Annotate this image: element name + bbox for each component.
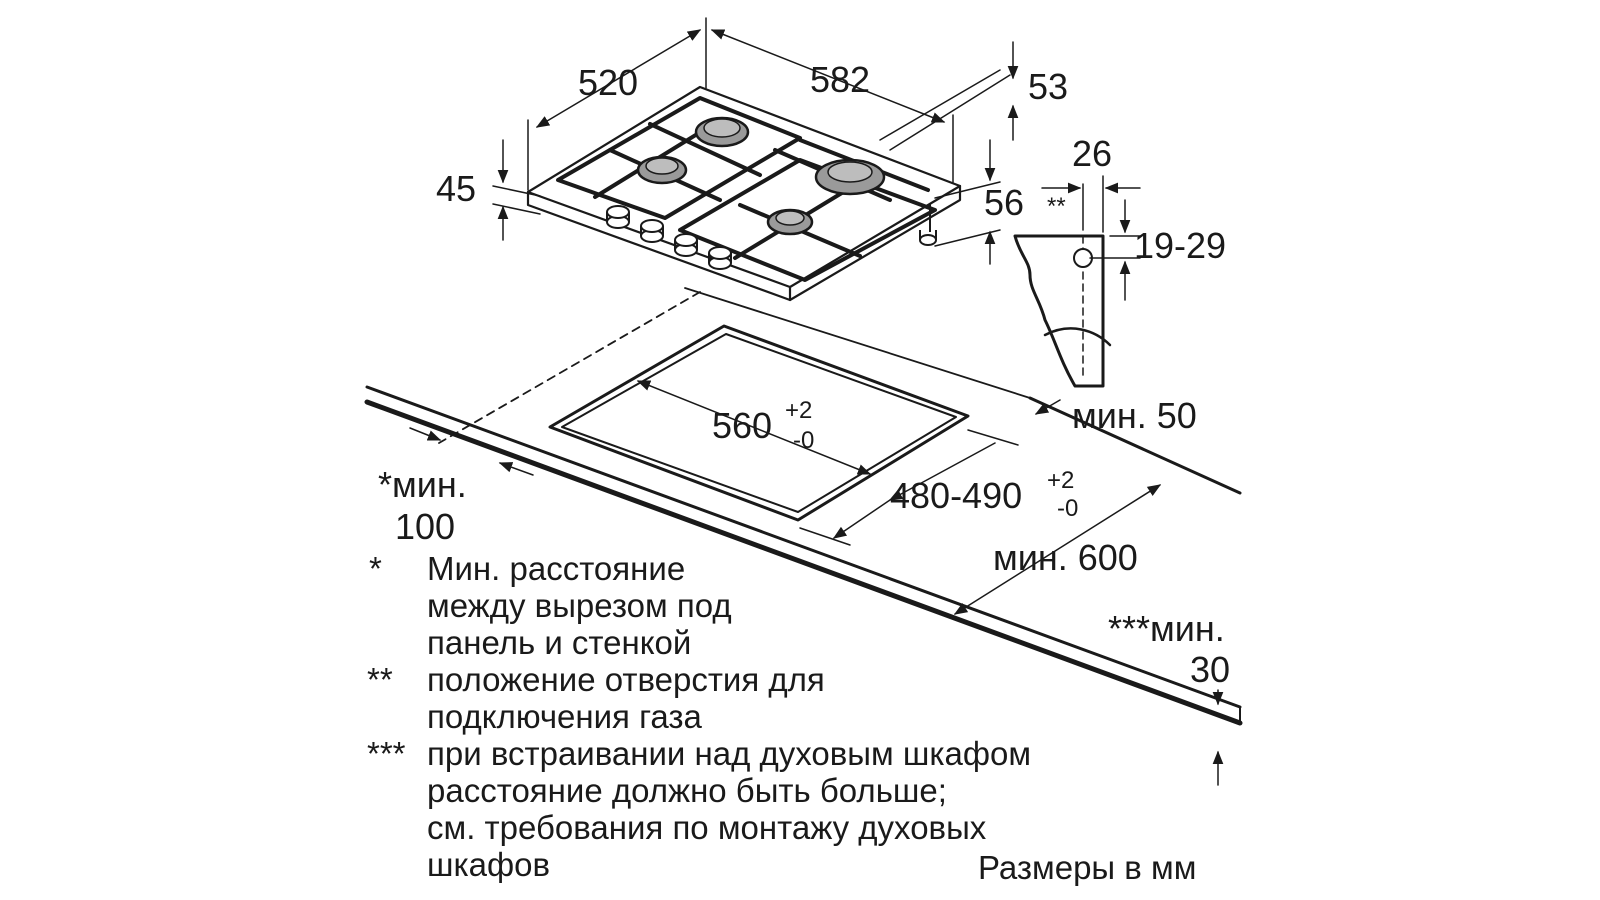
cutout-inner — [561, 333, 957, 513]
note-1-marker: * — [369, 550, 382, 587]
burners — [636, 116, 886, 236]
label-cutout-width-tol-minus: -0 — [793, 427, 814, 454]
units-label: Размеры в мм — [978, 849, 1196, 886]
label-gas-marker: ** — [1047, 193, 1066, 220]
label-cutout-depth-tol-plus: +2 — [1047, 467, 1074, 494]
note-1-line-3: панель и стенкой — [427, 624, 691, 661]
note-2-marker: ** — [367, 661, 393, 698]
dimension-labels: 520 582 53 45 56 26 ** 19-29 560 +2 -0 4… — [378, 59, 1230, 690]
label-cutout-width: 560 — [712, 405, 772, 446]
label-height-left: 45 — [436, 168, 476, 209]
hob-drawing — [526, 85, 962, 302]
worktop-dimension-lines — [409, 380, 1224, 786]
label-min-below-1: ***мин. — [1108, 608, 1225, 649]
label-cutout-width-tol-plus: +2 — [785, 397, 812, 424]
note-3-line-2: расстояние должно быть больше; — [427, 772, 947, 809]
label-side-top: 53 — [1028, 66, 1068, 107]
gas-profile — [1013, 234, 1105, 388]
label-cutout-depth: 480-490 — [890, 475, 1022, 516]
label-depth: 520 — [578, 62, 638, 103]
footnotes: * Мин. расстояние между вырезом под пане… — [367, 550, 1196, 886]
note-1-line-2: между вырезом под — [427, 587, 732, 624]
note-2-line-2: подключения газа — [427, 698, 703, 735]
hob-dimension-lines — [492, 17, 1019, 265]
label-gas-height: 19-29 — [1134, 225, 1226, 266]
note-1-line-1: Мин. расстояние — [427, 550, 685, 587]
label-min-below-2: 30 — [1190, 649, 1230, 690]
note-3-line-1: при встраивании над духовым шкафом — [427, 735, 1031, 772]
label-cutout-depth-tol-minus: -0 — [1057, 495, 1078, 522]
label-min-rear: мин. 50 — [1072, 395, 1197, 436]
worktop-drawing — [364, 287, 1243, 726]
label-width: 582 — [810, 59, 870, 100]
control-knobs — [606, 205, 732, 270]
gas-connection-detail — [1013, 175, 1141, 388]
label-min-worktop: мин. 600 — [993, 537, 1138, 578]
label-gas-offset: 26 — [1072, 133, 1112, 174]
gas-connector-stub — [919, 204, 937, 246]
note-3-line-3: см. требования по монтажу духовых — [427, 809, 987, 846]
note-3-marker: *** — [367, 735, 406, 772]
hob-plate-edge — [526, 184, 962, 302]
label-height-right: 56 — [984, 182, 1024, 223]
note-3-line-4: шкафов — [427, 846, 550, 883]
label-min-front-2: 100 — [395, 506, 455, 547]
cutout-outer — [548, 324, 970, 522]
label-min-front-1: *мин. — [378, 464, 467, 505]
note-2-line-1: положение отверстия для — [427, 661, 825, 698]
